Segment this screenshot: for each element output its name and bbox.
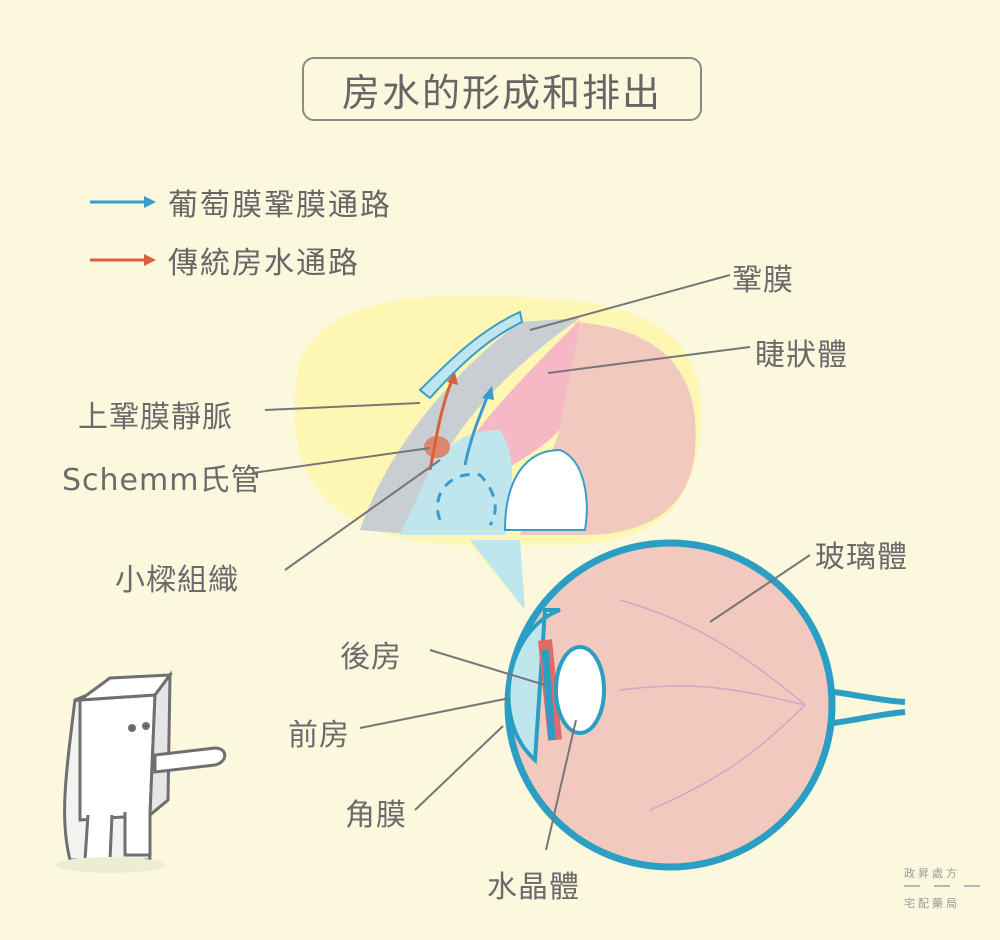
zoomed-section xyxy=(360,310,696,610)
label-posterior-chamber: 後房 xyxy=(340,640,402,675)
diagram-title: 房水的形成和排出 xyxy=(302,57,702,121)
zoom-lens xyxy=(503,448,588,531)
eyeball xyxy=(504,539,906,871)
zoom-sclera-band xyxy=(360,318,580,535)
label-schlemm-canal: Schemm氏管 xyxy=(62,463,262,498)
zoom-conjunctiva xyxy=(418,310,524,400)
mascot-character xyxy=(63,670,227,862)
zoom-flow-red xyxy=(428,379,454,471)
leader-lines xyxy=(251,274,811,851)
legend-conventional: 傳統房水通路 xyxy=(88,238,360,282)
blue-arrow-icon xyxy=(90,196,156,208)
credit-line-1: 政昇處方 xyxy=(904,867,960,880)
label-ciliary-body: 睫狀體 xyxy=(755,338,848,373)
title-text: 房水的形成和排出 xyxy=(341,70,662,115)
lens xyxy=(554,645,606,735)
legend-uveoscleral: 葡萄膜鞏膜通路 xyxy=(88,180,392,224)
cornea xyxy=(506,608,561,765)
legend-conventional-label: 傳統房水通路 xyxy=(168,246,360,281)
credit-divider xyxy=(904,885,980,887)
label-lens: 水晶體 xyxy=(487,870,580,905)
posterior-chamber xyxy=(541,649,556,741)
zoom-anterior-chamber xyxy=(400,430,512,535)
zoom-schlemm-canal xyxy=(424,436,450,458)
zoom-tail xyxy=(470,540,525,610)
label-cornea: 角膜 xyxy=(345,798,407,833)
label-anterior-chamber: 前房 xyxy=(288,718,350,753)
label-sclera: 鞏膜 xyxy=(732,263,794,298)
mascot-shadow xyxy=(55,857,165,873)
label-vitreous: 玻璃體 xyxy=(815,540,908,575)
zoom-flow-blue xyxy=(463,394,490,466)
zoom-flow-dashed xyxy=(435,472,497,526)
label-episcleral-vein: 上鞏膜靜脈 xyxy=(78,400,233,435)
credit-line-2: 宅配藥局 xyxy=(904,897,960,910)
label-trabecular-meshwork: 小樑組織 xyxy=(115,563,239,598)
red-arrow-icon xyxy=(90,254,156,266)
legend-uveoscleral-label: 葡萄膜鞏膜通路 xyxy=(168,188,392,223)
